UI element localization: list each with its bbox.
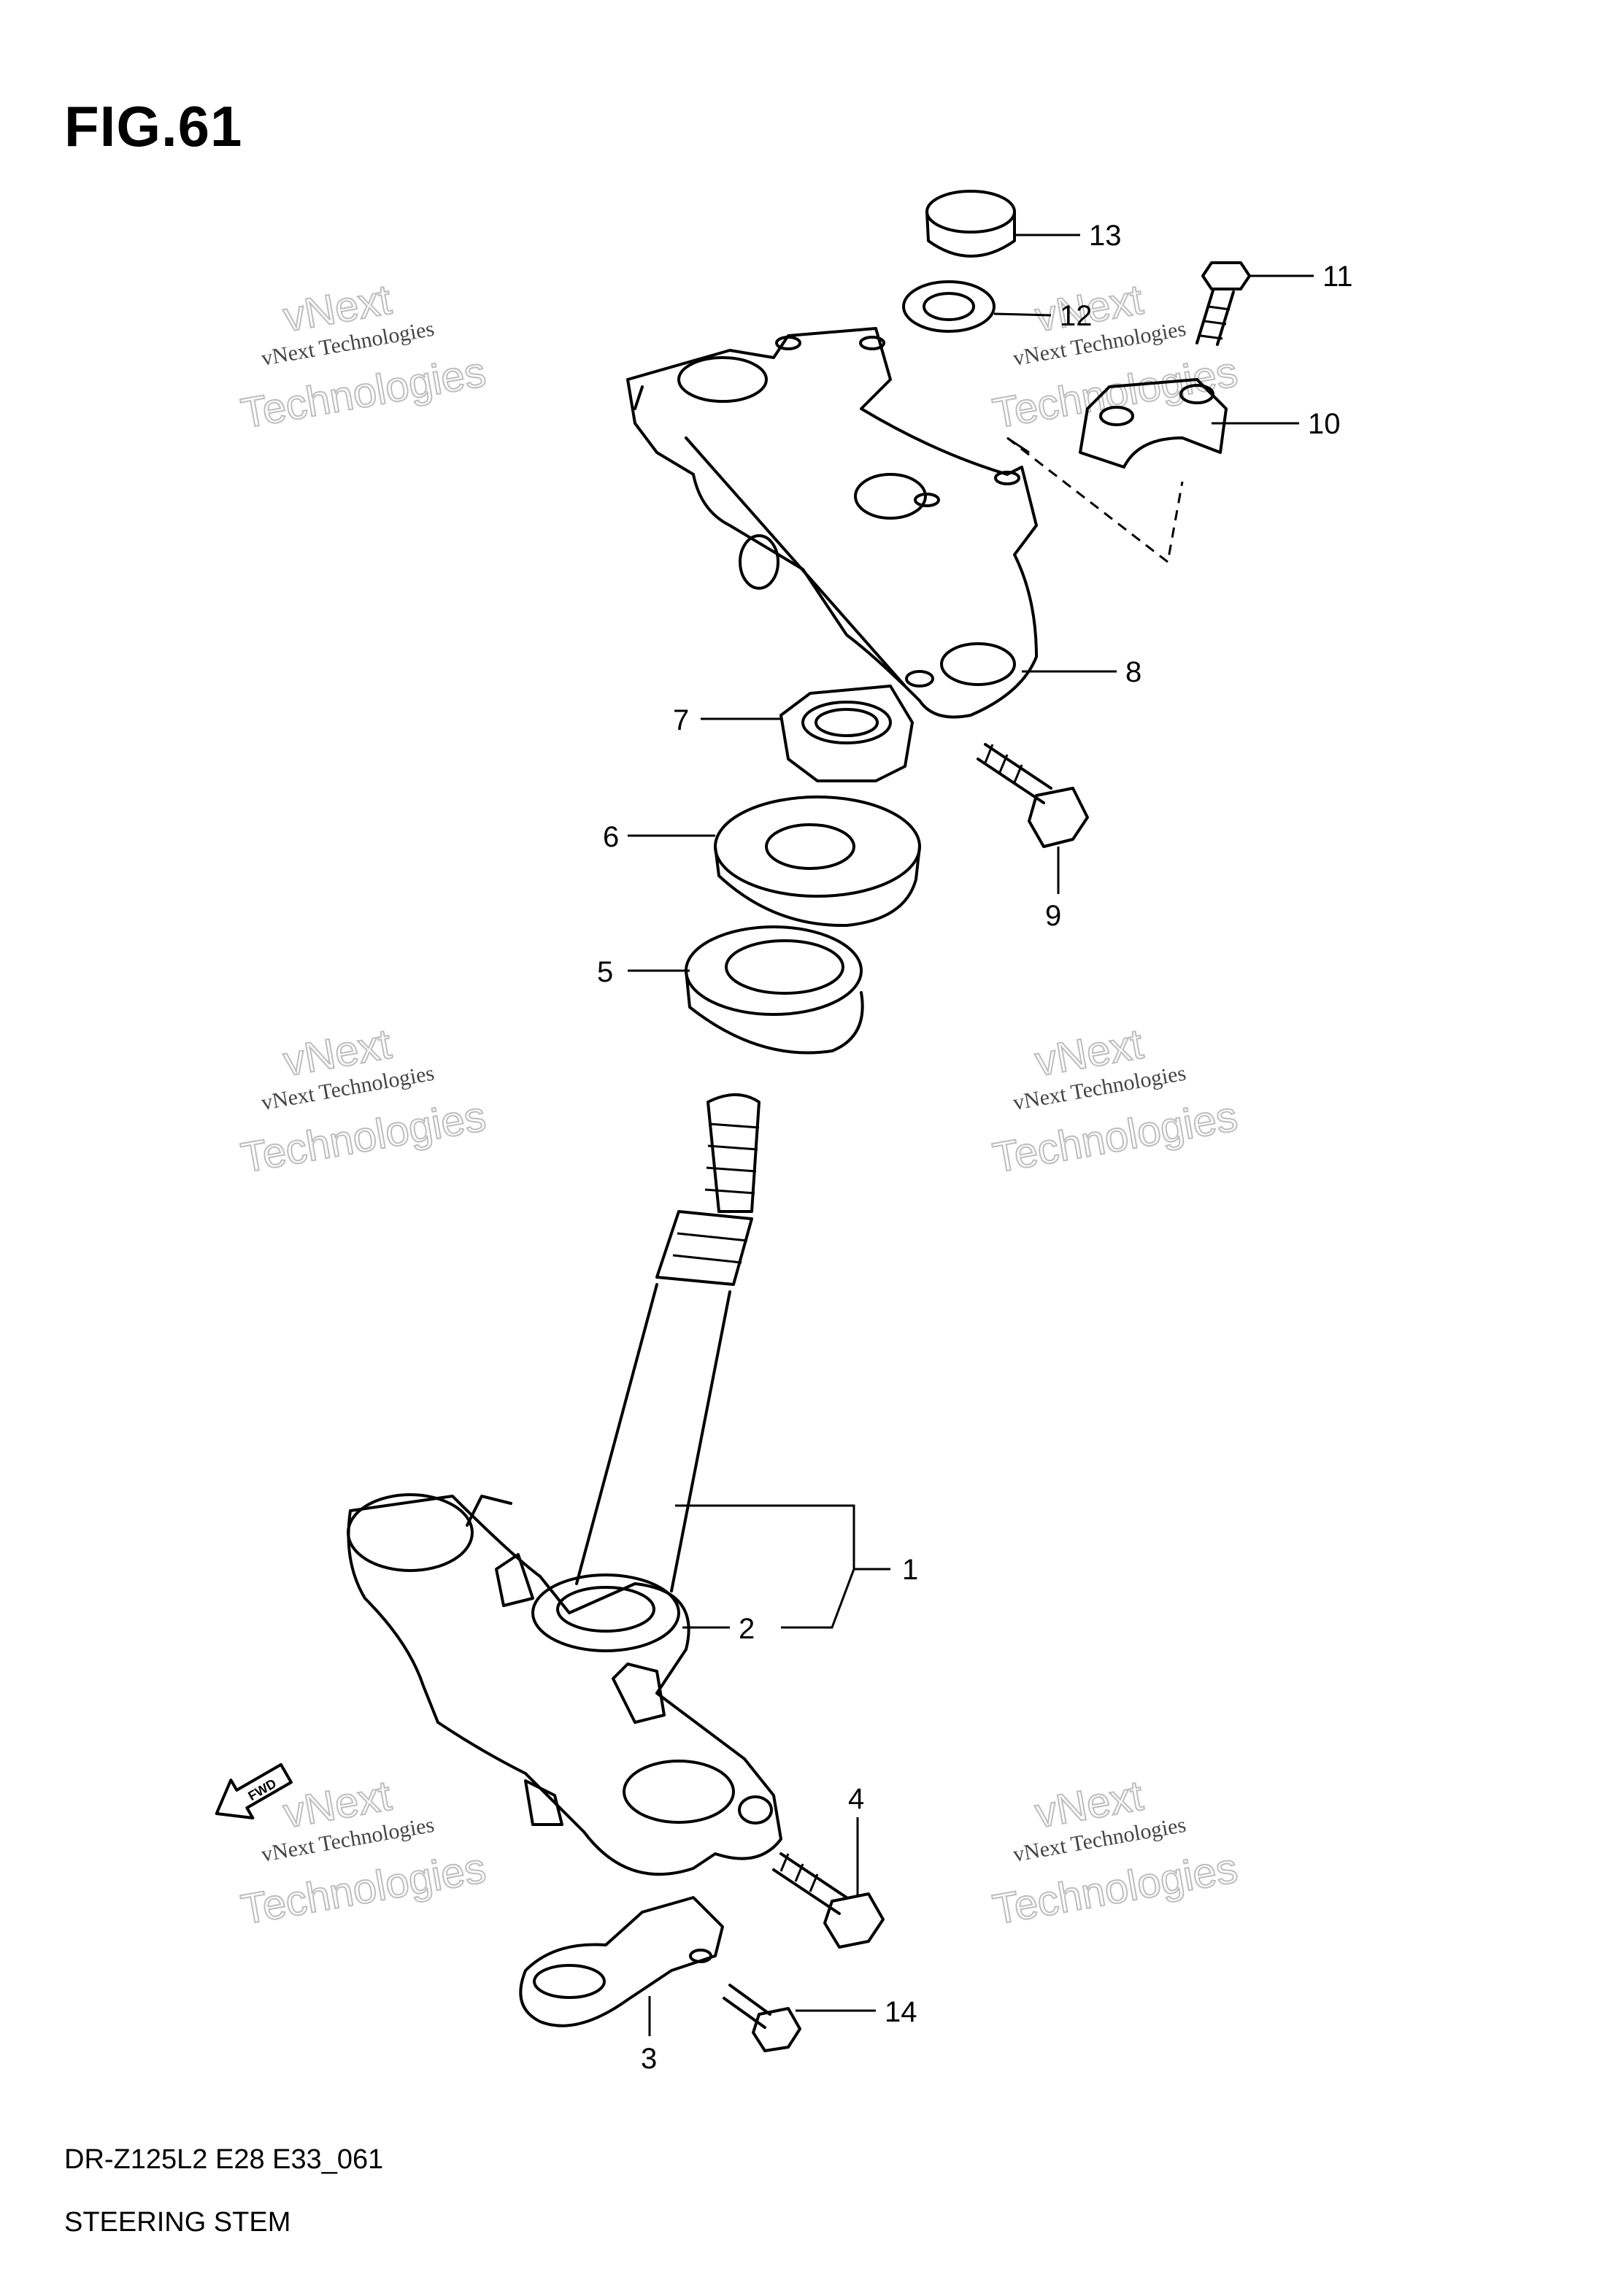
part-4-bolt — [772, 1852, 885, 1949]
part-5-bearing — [685, 925, 864, 1055]
callout-1: 1 — [902, 1554, 918, 1586]
part-2-seal — [531, 1573, 680, 1652]
callout-12: 12 — [1060, 300, 1093, 332]
part-8-upper-bracket — [626, 327, 1038, 719]
callout-2: 2 — [739, 1613, 755, 1645]
part-3-hose-guide — [519, 1896, 724, 2027]
part-12-washer — [902, 280, 996, 333]
callout-9: 9 — [1045, 900, 1061, 932]
callout-11: 11 — [1322, 261, 1353, 293]
figure-name: STEERING STEM — [64, 2207, 291, 2238]
watermark-top-right: vNext vNext Technologies Technologies — [989, 275, 1242, 439]
part-9-bolt — [977, 743, 1089, 848]
callout-13: 13 — [1089, 220, 1122, 252]
callout-8: 8 — [1125, 656, 1141, 688]
callout-4: 4 — [848, 1783, 864, 1815]
watermark-bottom-right: vNext vNext Technologies Technologies — [989, 1771, 1242, 1935]
watermark-mid-right: vNext vNext Technologies Technologies — [989, 1020, 1242, 1183]
figure-title: FIG.61 — [64, 94, 243, 158]
leader-lines — [628, 234, 1314, 2036]
part-13-cap — [925, 190, 1016, 258]
callout-10: 10 — [1308, 408, 1341, 440]
model-code: DR-Z125L2 E28 E33_061 — [64, 2144, 384, 2175]
part-11-bolt — [1195, 261, 1251, 346]
watermark-top-left: vNext vNext Technologies Technologies — [237, 275, 490, 439]
callout-14: 14 — [885, 1996, 917, 2028]
callout-7: 7 — [673, 704, 689, 736]
callout-5: 5 — [597, 956, 613, 988]
callout-3: 3 — [641, 2043, 657, 2075]
part-6-dust-seal — [714, 795, 921, 928]
part-14-bolt — [723, 1984, 801, 2052]
part-10-holder-cap — [1079, 378, 1228, 469]
watermark-mid-left: vNext vNext Technologies Technologies — [237, 1020, 490, 1183]
part-1-steering-stem — [347, 1093, 782, 1876]
callout-6: 6 — [603, 821, 619, 853]
part-7-nut — [779, 685, 914, 782]
